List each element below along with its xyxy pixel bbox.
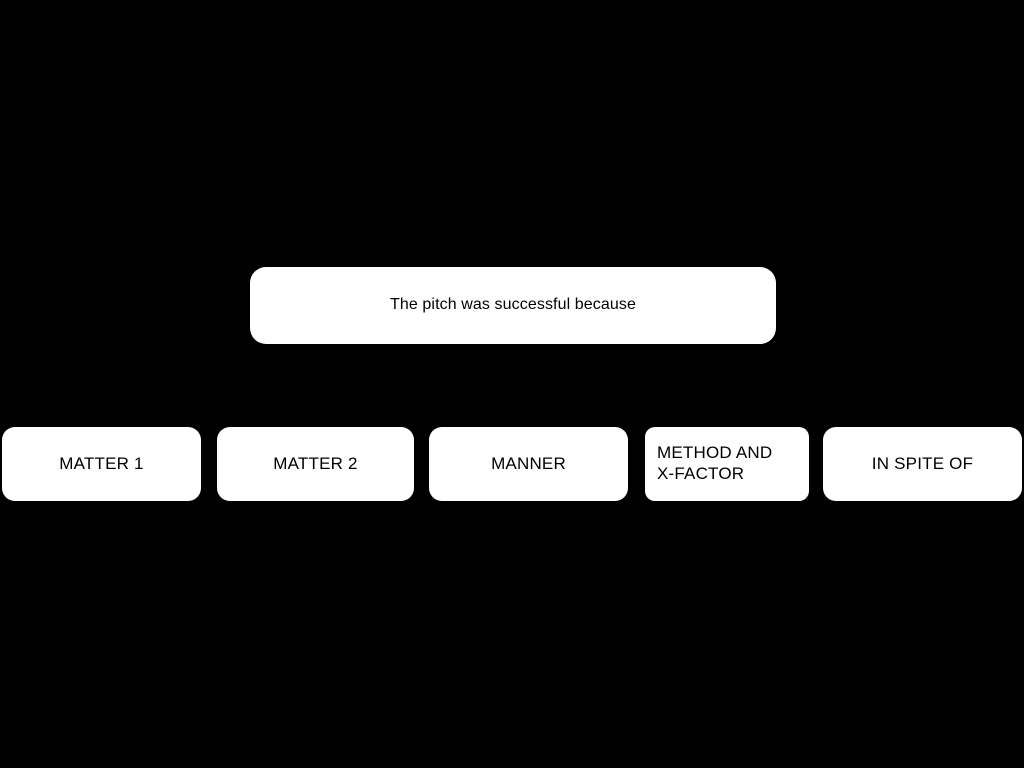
category-node-label: MATTER 2: [273, 454, 358, 474]
category-node-label: IN SPITE OF: [871, 454, 974, 474]
category-node-manner[interactable]: MANNER: [429, 427, 628, 501]
category-node-matter-2[interactable]: MATTER 2: [217, 427, 414, 501]
root-node-label: The pitch was successful because: [390, 296, 636, 314]
category-node-label: METHOD AND X-FACTOR: [657, 443, 773, 483]
category-node-label: MATTER 1: [59, 454, 144, 474]
category-node-label: MANNER: [491, 454, 566, 474]
category-node-matter-1[interactable]: MATTER 1: [2, 427, 201, 501]
category-node-method-and-x-factor[interactable]: METHOD AND X-FACTOR: [645, 427, 809, 501]
root-node-pitch-statement[interactable]: The pitch was successful because: [250, 267, 776, 344]
category-node-in-spite-of[interactable]: IN SPITE OF: [823, 427, 1022, 501]
